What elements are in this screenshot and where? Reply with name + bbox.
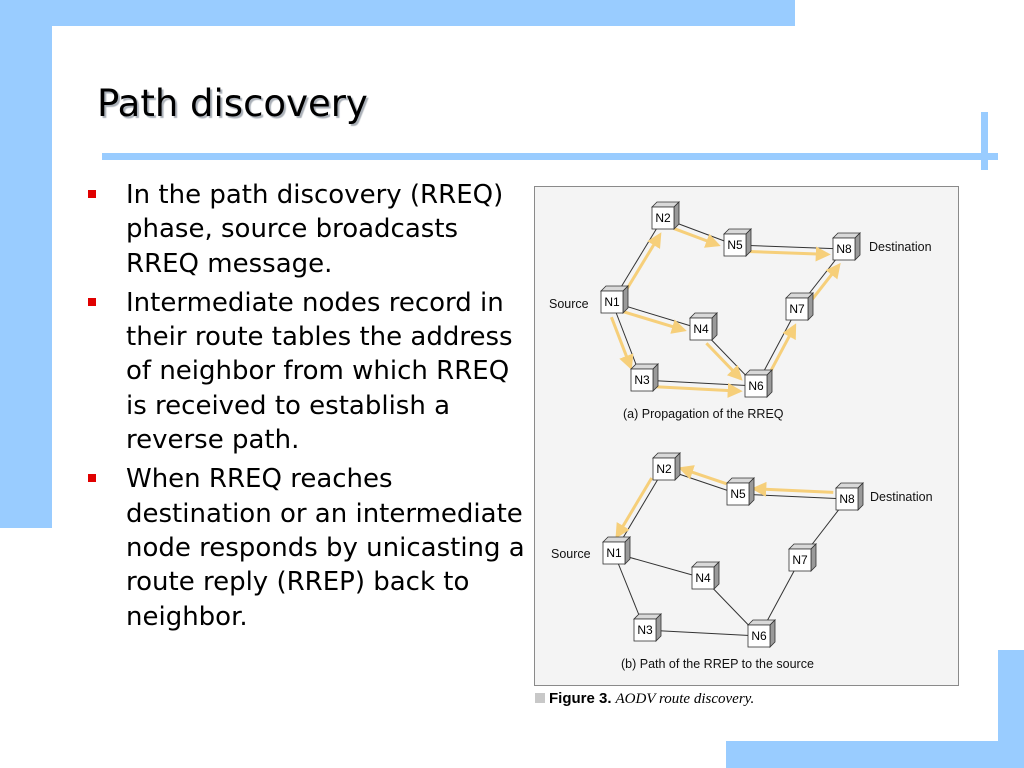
title-underline-cap [981,112,988,170]
diagram-b-node-label-n4: N4 [695,571,711,585]
diagram-b-node-n1 [602,541,626,565]
diagram-b-node-side-n8 [857,482,864,511]
diagram-b-node-side-n7 [810,543,817,572]
figure-caption: Figure 3.AODV route discovery. [535,690,754,708]
diagram-a-rreq-arrow-n4-n6 [705,342,743,381]
diagram-a-node-n1 [600,290,624,314]
diagram-b-node-label-n7: N7 [792,553,808,567]
diagram-a-rreq-arrow-n3-n6 [655,383,743,399]
diagram-a-node-n4 [689,317,713,341]
diagram-b-node-label-n2: N2 [656,462,672,476]
page-title: Path discovery [97,82,368,125]
diagram-a-node-side-n4 [711,312,718,341]
diagram-b-rrep-arrow-n8-n5 [751,481,834,497]
diagram-a-node-label-n3: N3 [634,373,650,387]
diagram-a-node-side-n1 [622,285,629,314]
diagram-b-rrep-arrow-n5-n2 [678,465,728,486]
diagram-a-node-label-n1: N1 [604,295,620,309]
diagram-a-node-label-n2: N2 [655,211,671,225]
bullet-marker-icon [88,190,96,198]
diagram-a-rreq-arrow-n7-n8 [809,262,841,303]
diagram-b-node-label-n3: N3 [637,623,653,637]
diagram-b-node-label-n1: N1 [606,546,622,560]
diagram-b-node-n2 [652,457,676,481]
diagram-a-node-label-n8: N8 [836,242,852,256]
diagram-b-source-label: Source [551,547,591,561]
diagram-b-link-n3-n6 [644,629,760,637]
frame-corner [52,26,112,86]
diagram-b-node-label-n6: N6 [751,629,767,643]
diagram-b-node-n8 [835,487,859,511]
diagram-b-node-n5 [726,482,750,506]
diagram-a-node-label-n6: N6 [748,379,764,393]
bullet-text: In the path discovery (RREQ) phase, sour… [126,180,504,279]
bullet-text: When RREQ reaches destination or an inte… [126,464,525,632]
diagram-a-node-side-n8 [854,232,861,261]
figure-label: Figure 3. [549,690,612,707]
diagram-b-node-n4 [691,566,715,590]
diagram-b-node-n6 [747,624,771,648]
diagram-a-node-label-n5: N5 [727,238,743,252]
diagram-a-node-n2 [651,206,675,230]
diagram-a-destination-label: Destination [869,240,932,254]
diagram-a-node-label-n7: N7 [789,302,805,316]
diagram-b-node-side-n2 [674,452,681,481]
diagram-b-node-label-n5: N5 [730,487,746,501]
diagram-a-rreq-arrow-n2-n5 [673,227,721,248]
diagram-a-node-n5 [723,233,747,257]
diagram-b-caption: (b) Path of the RREP to the source [621,657,814,671]
diagram-a-caption: (a) Propagation of the RREQ [623,407,784,421]
frame-right-bar [998,650,1024,768]
diagram-a-node-n6 [744,374,768,398]
diagram-a-node-label-n4: N4 [693,322,709,336]
figure-caption-text: AODV route discovery. [615,691,755,707]
diagram-a-node-side-n7 [807,292,814,321]
diagram-a-node-n7 [785,297,809,321]
bullet-item: Intermediate nodes record in their route… [88,286,528,457]
frame-left-bar [0,0,52,528]
diagram-a-source-label: Source [549,297,589,311]
diagram-b-rrep-arrow-n2-n1 [615,477,653,539]
bullet-list: In the path discovery (RREQ) phase, sour… [88,178,528,639]
diagram-b-destination-label: Destination [870,490,933,504]
caption-square-icon [535,693,545,703]
diagram-a-node-side-n6 [766,369,773,398]
diagram-b-node-side-n6 [769,619,776,648]
diagram-a-node-n3 [630,368,654,392]
title-underline [102,153,998,160]
diagram-a-rreq-arrow-n1-n2 [623,232,662,294]
diagram-b-node-n7 [788,548,812,572]
diagram-a-node-side-n2 [673,201,680,230]
diagram-a-node-n8 [832,237,856,261]
frame-top-bar [0,0,795,26]
bullet-marker-icon [88,297,96,306]
frame-bottom-bar [726,741,1024,768]
diagram-a-link-n3-n6 [641,379,757,387]
diagram-b-node-label-n8: N8 [839,492,855,506]
bullet-item: In the path discovery (RREQ) phase, sour… [88,178,528,281]
diagram-b-node-side-n3 [655,613,662,642]
diagram-b-node-side-n4 [713,561,720,590]
diagram-b-node-side-n5 [748,477,755,506]
diagram-a-rreq-arrow-n1-n3 [610,316,634,371]
diagram-b-node-n3 [633,618,657,642]
bullet-item: When RREQ reaches destination or an inte… [88,462,528,633]
frame-corner-bottom-right [938,680,998,741]
diagram-a-rreq-arrow-n5-n8 [748,246,831,262]
diagram-a-node-side-n5 [745,228,752,257]
diagram-a-rreq-arrow-n1-n4 [623,310,687,334]
bullet-text: Intermediate nodes record in their route… [126,287,513,456]
diagram-a-node-side-n3 [652,363,659,392]
bullet-marker-icon [88,474,96,483]
diagram-a-rreq-arrow-n6-n7 [766,323,797,378]
diagram-b-node-side-n1 [624,536,631,565]
